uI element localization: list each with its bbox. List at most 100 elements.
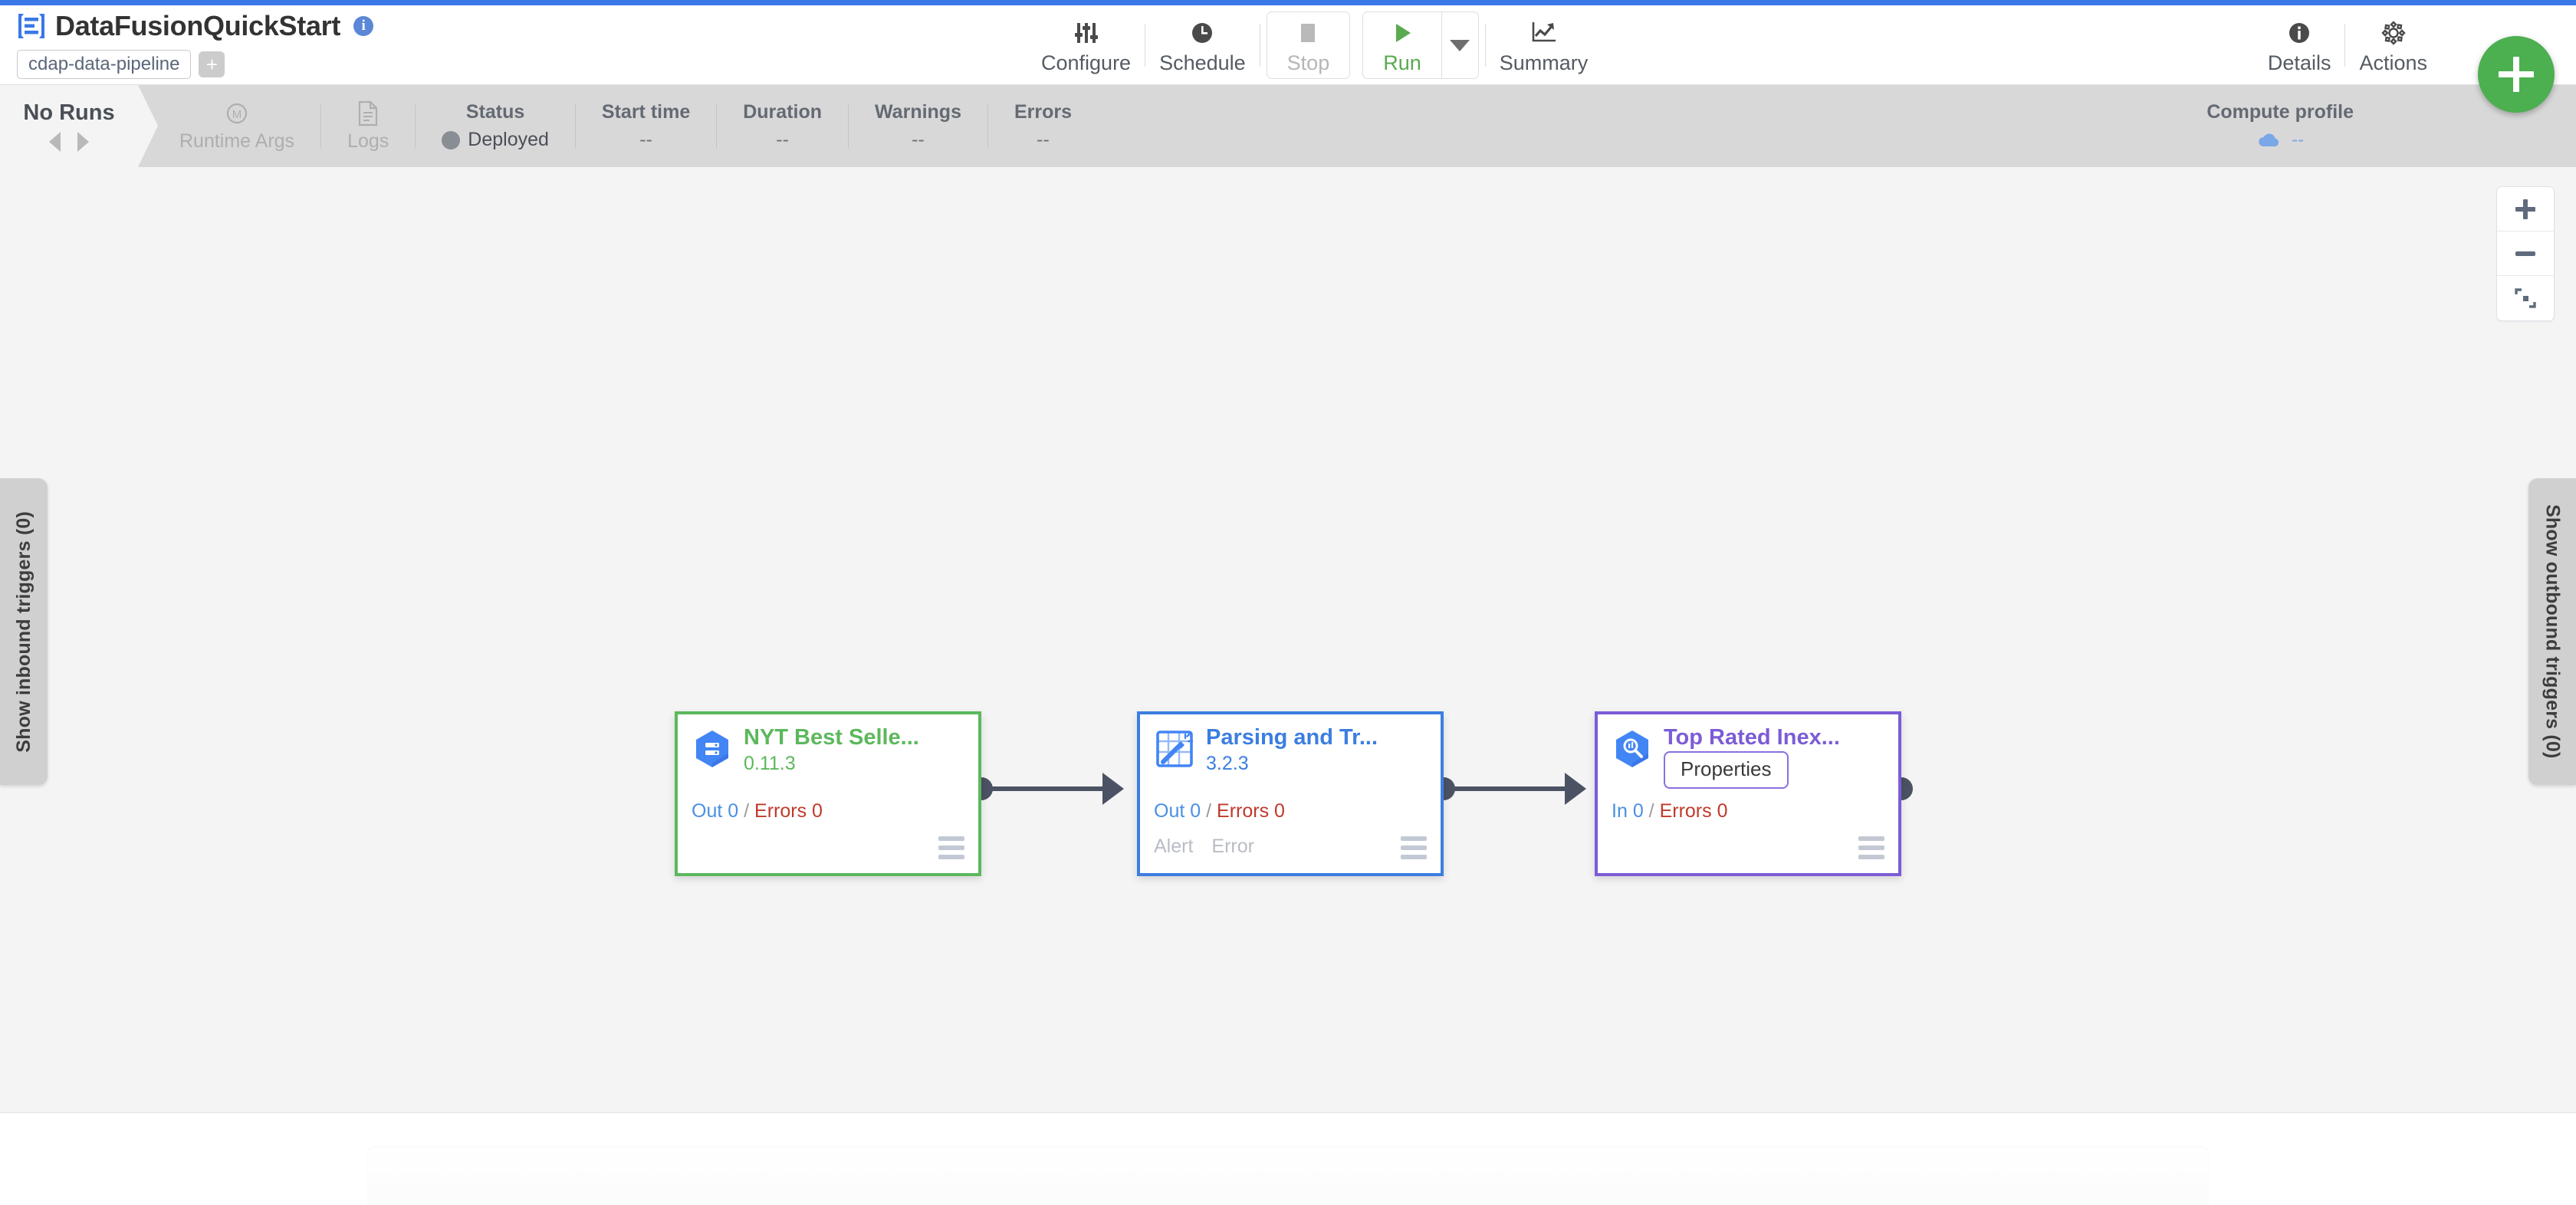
runs-arrows [49, 132, 89, 152]
node-port-label-error: Error [1211, 836, 1254, 857]
add-tag-button[interactable]: + [199, 51, 225, 78]
node-metric-separator: / [744, 800, 750, 822]
cloud-icon [2259, 133, 2279, 147]
node-metric-in-label: In [1612, 800, 1628, 822]
actions-button[interactable]: Actions [2345, 12, 2441, 78]
chevron-down-icon [1450, 39, 1470, 51]
run-button-box[interactable]: Run [1362, 11, 1479, 79]
runtime-args-button[interactable]: M Runtime Args [153, 98, 320, 155]
status-cell: Status Deployed [416, 98, 575, 155]
status-value: Deployed [468, 129, 549, 150]
connection-arrow-icon [1102, 773, 1124, 805]
runtime-args-label: Runtime Args [179, 130, 295, 152]
svg-text:M: M [232, 108, 242, 121]
toolbar-divider [2344, 24, 2346, 67]
stop-square-icon [1296, 18, 1320, 48]
outbound-triggers-label: Show outbound triggers (0) [2542, 504, 2564, 759]
stat-divider [987, 103, 988, 149]
node-metric-out-value: 0 [1190, 800, 1201, 822]
compute-profile-cell[interactable]: Compute profile -- [2206, 85, 2354, 167]
app-header: DataFusionQuickStart i cdap-data-pipelin… [0, 5, 2576, 113]
pipeline-canvas[interactable]: Show inbound triggers (0) Show outbound … [0, 167, 2576, 1112]
start-time-label: Start time [601, 101, 691, 123]
toolbar-divider [1484, 24, 1486, 67]
compute-profile-label: Compute profile [2206, 101, 2354, 123]
configure-label: Configure [1041, 51, 1132, 74]
zoom-in-button[interactable] [2497, 187, 2554, 231]
top-accent-strip [0, 0, 2576, 5]
status-label: Status [465, 101, 525, 123]
triangle-right-icon[interactable] [77, 132, 89, 152]
compute-profile-value: -- [2292, 130, 2305, 150]
header-toolbar-right: Details Actions [2254, 5, 2441, 85]
connection-source-to-transform[interactable] [991, 786, 1104, 791]
node-menu-icon[interactable] [1401, 836, 1427, 859]
document-icon [356, 100, 380, 130]
fit-to-screen-button[interactable] [2497, 276, 2554, 320]
node-metric-errors-label: Errors [754, 800, 807, 822]
pipeline-node-transform[interactable]: Parsing and Tr... 3.2.3 Out 0 / Errors 0… [1137, 711, 1444, 876]
zoom-out-icon [2515, 251, 2535, 256]
configure-button[interactable]: Configure [1027, 12, 1145, 78]
node-menu-icon[interactable] [1858, 836, 1884, 859]
ghost-dialog-panel [368, 1148, 2208, 1205]
show-outbound-triggers-tab[interactable]: Show outbound triggers (0) [2528, 478, 2576, 785]
stat-divider [574, 103, 576, 149]
node-metric-separator: / [1648, 800, 1654, 822]
node-metric-separator: / [1206, 800, 1212, 822]
artifact-type-chip[interactable]: cdap-data-pipeline [17, 50, 192, 80]
stat-divider [716, 103, 718, 149]
node-title: Parsing and Tr... [1206, 725, 1378, 750]
show-inbound-triggers-tab[interactable]: Show inbound triggers (0) [0, 478, 48, 785]
page-title: DataFusionQuickStart [55, 10, 341, 41]
triangle-left-icon[interactable] [49, 132, 61, 152]
run-stats-row: M Runtime Args Logs Status [153, 85, 1098, 167]
schedule-label: Schedule [1159, 51, 1246, 74]
run-status-bar: No Runs M Runtime Args [0, 85, 2576, 167]
warnings-value: -- [912, 129, 925, 150]
run-button[interactable]: Run [1363, 12, 1441, 78]
node-metric-errors-value: 0 [812, 800, 823, 822]
stop-button[interactable]: Stop [1267, 12, 1350, 78]
node-metric-out-label: Out [1154, 800, 1185, 822]
details-label: Details [2267, 51, 2331, 74]
runs-navigator: No Runs [0, 85, 158, 167]
connection-arrow-icon [1565, 773, 1586, 805]
node-menu-icon[interactable] [938, 836, 964, 859]
gear-icon [2380, 18, 2407, 48]
zoom-out-button[interactable] [2497, 231, 2554, 276]
node-text-block: NYT Best Selle... 0.11.3 [744, 725, 919, 775]
node-title: NYT Best Selle... [744, 725, 919, 750]
node-properties-button[interactable]: Properties [1664, 751, 1789, 790]
run-dropdown-button[interactable] [1441, 12, 1478, 78]
sliders-icon [1073, 18, 1099, 48]
node-text-block: Parsing and Tr... 3.2.3 [1206, 725, 1378, 775]
logs-label: Logs [347, 130, 389, 152]
logs-button[interactable]: Logs [321, 98, 415, 155]
bigquery-source-icon [692, 728, 733, 770]
summary-button[interactable]: Summary [1486, 12, 1602, 78]
warnings-cell: Warnings -- [849, 98, 987, 155]
brand-block: DataFusionQuickStart i [17, 10, 374, 42]
stop-button-box[interactable]: Stop [1266, 11, 1351, 79]
node-metric-errors-value: 0 [1274, 800, 1285, 822]
clock-icon [1189, 18, 1215, 48]
schedule-button[interactable]: Schedule [1145, 12, 1260, 78]
fit-to-screen-icon [2515, 288, 2536, 308]
details-button[interactable]: Details [2254, 12, 2345, 78]
errors-label: Errors [1014, 101, 1073, 123]
stat-divider [415, 103, 416, 149]
connection-transform-to-sink[interactable] [1453, 786, 1566, 791]
warnings-label: Warnings [875, 101, 961, 123]
zoom-in-icon [2515, 199, 2535, 219]
add-plugin-fab[interactable] [2478, 36, 2555, 113]
info-icon[interactable]: i [353, 16, 374, 36]
duration-label: Duration [743, 101, 823, 123]
pipeline-node-sink[interactable]: Top Rated Inex... Properties In 0 / Erro… [1595, 711, 1901, 876]
node-version: 3.2.3 [1206, 753, 1249, 775]
status-dot-icon [442, 130, 461, 149]
node-port-label-alert: Alert [1154, 836, 1194, 857]
node-header: Top Rated Inex... Properties [1598, 714, 1898, 790]
node-header: NYT Best Selle... 0.11.3 [678, 714, 978, 775]
pipeline-node-source[interactable]: NYT Best Selle... 0.11.3 Out 0 / Errors … [675, 711, 981, 876]
